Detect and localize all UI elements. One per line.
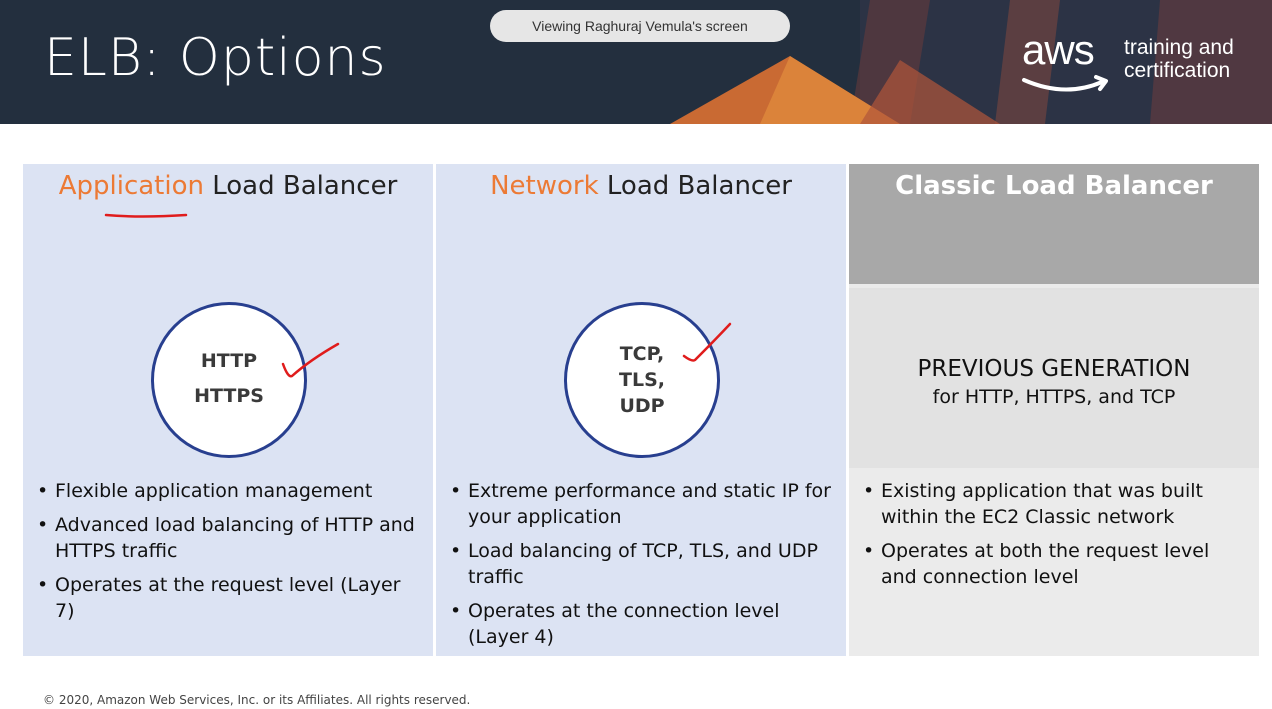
protocol-label: UDP [619, 395, 665, 417]
screen-share-banner[interactable]: Viewing Raghuraj Vemula's screen [490, 10, 790, 42]
panel-classic-load-balancer: Classic Load Balancer PREVIOUS GENERATIO… [849, 164, 1259, 656]
panel-network-load-balancer: Network Load Balancer TCP, TLS, UDP Extr… [436, 164, 846, 656]
generation-label: PREVIOUS GENERATION [917, 356, 1191, 382]
protocol-circle: TCP, TLS, UDP [564, 302, 720, 458]
aws-smile-icon [1022, 75, 1108, 92]
copyright-footer: © 2020, Amazon Web Services, Inc. or its… [43, 693, 471, 707]
aws-wordmark: aws [1022, 26, 1095, 73]
tagline-line-2: certification [1124, 59, 1231, 82]
header-decoration [670, 0, 1272, 124]
list-item: Operates at the request level (Layer 7) [35, 572, 425, 624]
list-item: Operates at the connection level (Layer … [448, 598, 843, 650]
title-rest: Load Balancer [203, 171, 398, 201]
aws-tagline: training and certification [1124, 36, 1234, 82]
protocol-label: HTTPS [194, 385, 264, 407]
classic-header: Classic Load Balancer [849, 164, 1259, 284]
list-item: Operates at both the request level and c… [861, 538, 1251, 590]
panel-application-load-balancer: Application Load Balancer HTTP HTTPS Fle… [23, 164, 433, 656]
protocol-label: TCP, [619, 343, 665, 365]
generation-box: PREVIOUS GENERATION for HTTP, HTTPS, and… [849, 288, 1259, 468]
slide-title: ELB: Options [44, 28, 387, 88]
protocol-label: TLS, [619, 369, 665, 391]
title-accent: Application [58, 171, 204, 201]
feature-list: Extreme performance and static IP for yo… [448, 478, 843, 658]
generation-sublabel: for HTTP, HTTPS, and TCP [932, 386, 1176, 408]
list-item: Existing application that was built with… [861, 478, 1251, 530]
list-item: Load balancing of TCP, TLS, and UDP traf… [448, 538, 843, 590]
panel-title: Classic Load Balancer [895, 171, 1213, 201]
title-rest: Load Balancer [598, 171, 792, 201]
feature-list: Flexible application management Advanced… [35, 478, 425, 632]
feature-list: Existing application that was built with… [861, 478, 1251, 598]
protocol-label: HTTP [200, 350, 258, 372]
list-item: Flexible application management [35, 478, 425, 504]
tagline-line-1: training and [1124, 36, 1234, 59]
panel-title: Network Load Balancer [436, 171, 846, 201]
list-item: Extreme performance and static IP for yo… [448, 478, 843, 530]
title-accent: Network [490, 171, 599, 201]
classic-details: Existing application that was built with… [849, 472, 1259, 656]
list-item: Advanced load balancing of HTTP and HTTP… [35, 512, 425, 564]
panel-title: Application Load Balancer [23, 171, 433, 201]
protocol-circle: HTTP HTTPS [151, 302, 307, 458]
slide-header: ELB: Options Viewing Raghuraj Vemula's s… [0, 0, 1272, 124]
